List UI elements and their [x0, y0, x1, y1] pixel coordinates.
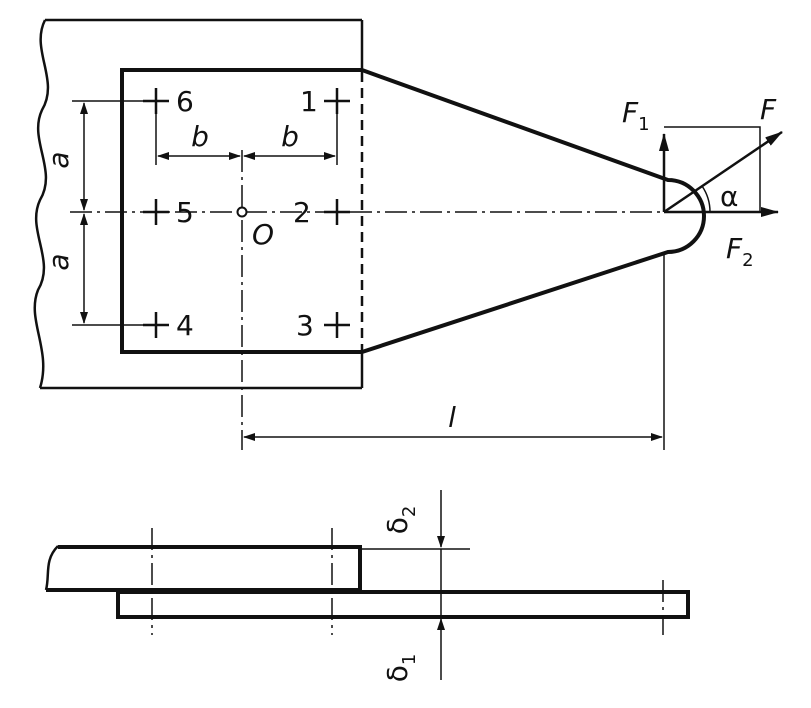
- dim-a-top-label: a: [42, 151, 75, 168]
- bolt-3: [324, 312, 350, 338]
- bracket-plate: [120, 68, 706, 354]
- bolt-label-1: 1: [300, 85, 318, 118]
- bolt-pattern: [143, 88, 350, 338]
- bolt-label-5: 5: [176, 196, 194, 229]
- bolt-label-6: 6: [176, 85, 194, 118]
- force-f-label: F: [760, 93, 777, 126]
- origin-label: O: [252, 218, 274, 251]
- angle-label: α: [720, 180, 738, 213]
- bolt-6: [143, 88, 169, 114]
- bolt-1: [324, 88, 350, 114]
- bolt-label-4: 4: [176, 309, 194, 342]
- bolt-5: [143, 199, 169, 225]
- dim-b-right-label: b: [281, 120, 299, 153]
- delta1-label: δ1: [381, 654, 420, 683]
- dim-b-left-label: b: [191, 120, 209, 153]
- bolt-2: [324, 199, 350, 225]
- force-f2-label: F2: [726, 232, 754, 271]
- bolt-label-2: 2: [293, 196, 311, 229]
- support-member: [33, 18, 364, 390]
- center-lines: [70, 150, 760, 450]
- bolt-label-3: 3: [296, 309, 314, 342]
- force-f-arrow: [663, 130, 783, 214]
- dim-a-bottom-label: a: [42, 253, 75, 270]
- dimension-a: [72, 100, 143, 326]
- bolt-4: [143, 312, 169, 338]
- delta2-label: δ2: [381, 506, 420, 535]
- dim-l-label: l: [448, 401, 456, 434]
- force-f1-label: F1: [622, 96, 650, 135]
- dimension-b: [155, 114, 338, 165]
- force-diagram: [659, 126, 783, 217]
- side-view: [44, 490, 690, 680]
- angle-arc: [701, 185, 711, 213]
- origin-marker: [236, 206, 248, 218]
